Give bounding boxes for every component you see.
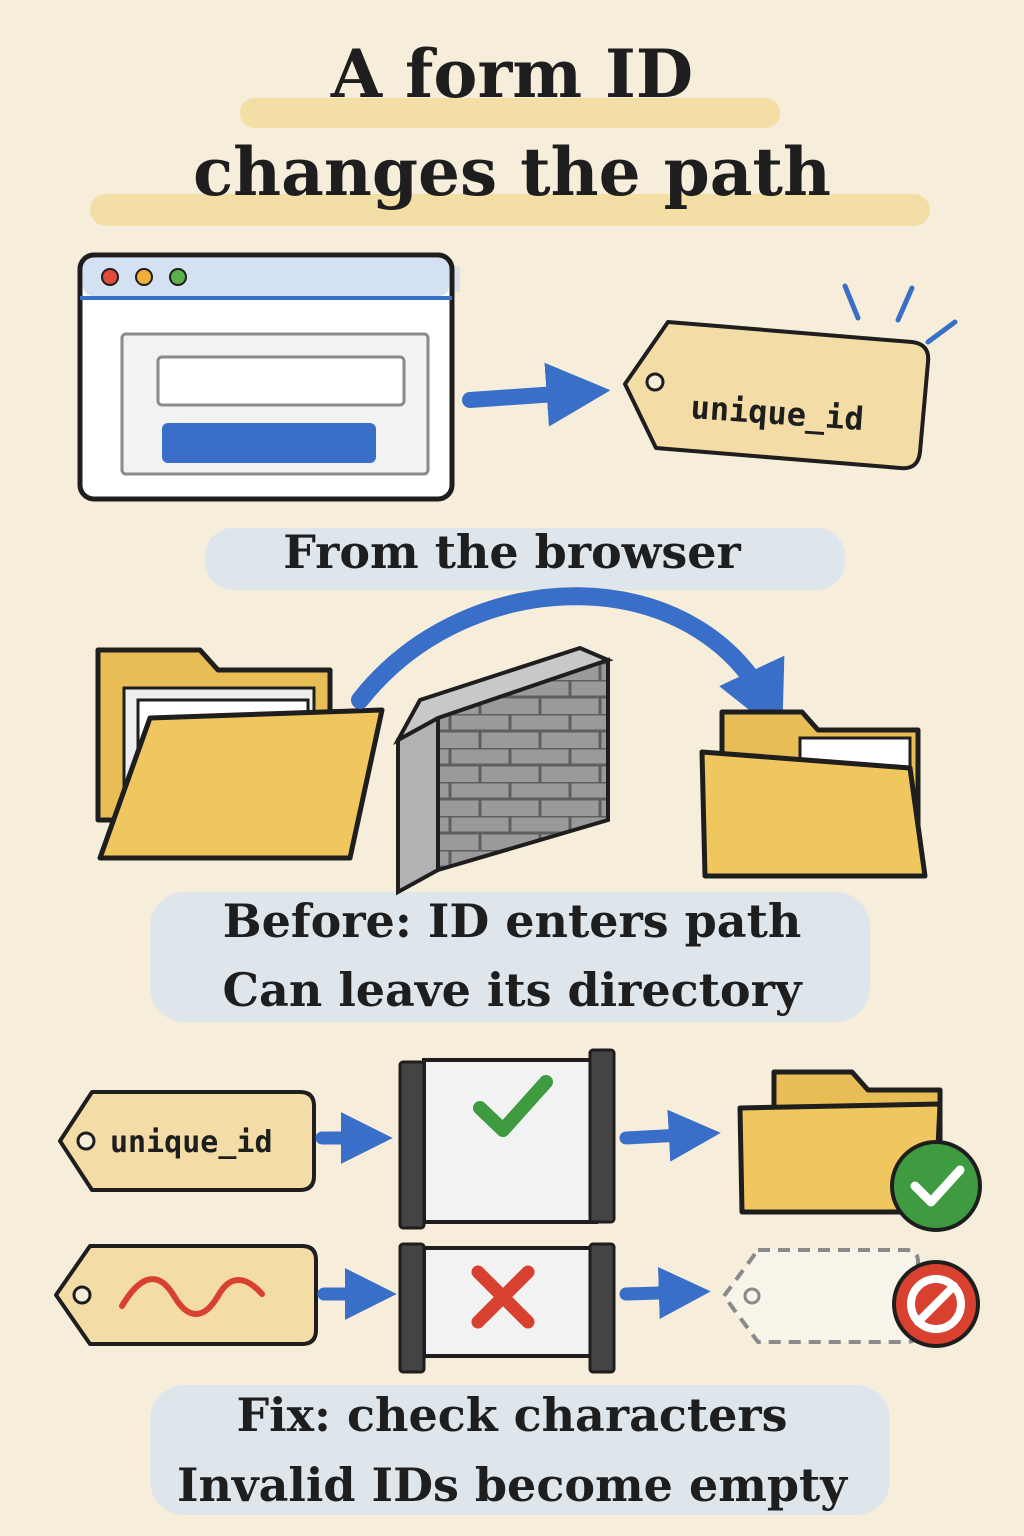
step1-caption: From the browser — [283, 525, 741, 579]
title-line-1: A form ID — [330, 35, 694, 113]
escape-arrow — [351, 587, 785, 737]
browser-window-icon — [77, 252, 460, 502]
success-badge-icon — [890, 1140, 982, 1232]
emphasis-marks — [842, 283, 958, 345]
brick-wall-icon — [392, 645, 614, 896]
cross-icon — [471, 1265, 535, 1329]
source-folder-icon — [95, 647, 385, 861]
id-tag-icon — [623, 320, 931, 471]
arrow-to-tag — [462, 362, 611, 427]
target-folder-icon — [699, 709, 928, 879]
arrow-to-folder — [619, 1109, 721, 1162]
step2-caption-line-1: Before: ID enters path — [222, 894, 802, 948]
invalid-tag-icon — [54, 1244, 318, 1346]
checkmark-icon — [473, 1075, 553, 1137]
check-gate — [398, 1048, 616, 1230]
step3-caption-line-2: Invalid IDs become empty — [176, 1458, 848, 1512]
title-line-2: changes the path — [192, 133, 832, 211]
arrow-to-empty-tag — [619, 1266, 711, 1319]
empty-tag-icon — [722, 1248, 920, 1344]
no-entry-icon — [892, 1260, 980, 1348]
valid-tag-icon — [58, 1090, 316, 1192]
step3-caption-line-1: Fix: check characters — [236, 1388, 788, 1442]
squiggle-icon — [119, 1276, 265, 1317]
valid-tag-label: unique_id — [110, 1125, 273, 1160]
caption-washes — [150, 528, 890, 1515]
step2-caption-line-2: Can leave its directory — [222, 963, 802, 1017]
title-highlight — [90, 98, 930, 226]
